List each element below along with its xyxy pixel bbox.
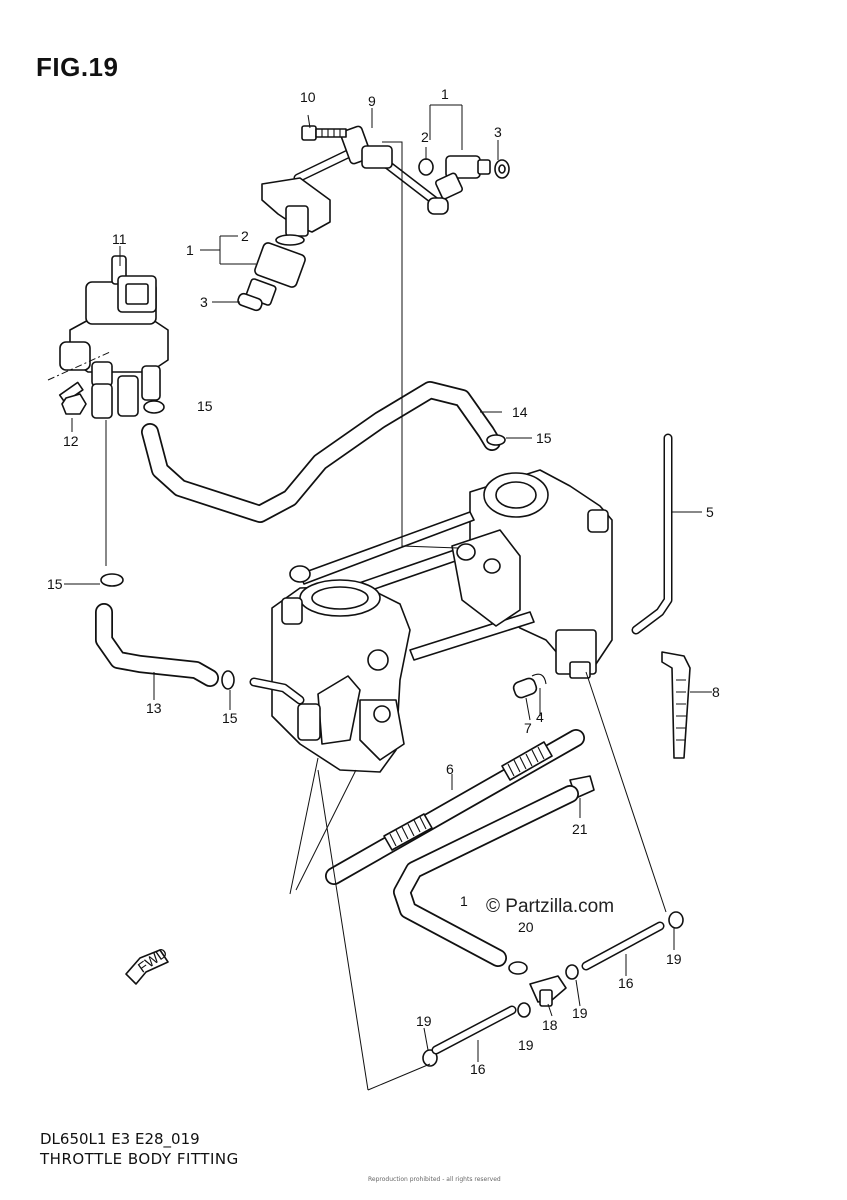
hose-20: [393, 785, 579, 967]
callout-8: 8: [712, 684, 720, 700]
fuel-delivery-pipe: [293, 125, 449, 215]
callout-7: 7: [524, 720, 532, 736]
clamp-band-8: [661, 651, 691, 759]
callout-3-left: 3: [200, 294, 208, 310]
callout-19-b: 19: [572, 1005, 588, 1021]
fuel-rail-fitting-left: [261, 177, 331, 246]
callout-leaders: [64, 108, 712, 1062]
hose-13: [95, 603, 219, 687]
callout-16-a: 16: [618, 975, 634, 991]
hose-clamp-15c: [100, 573, 124, 587]
callout-5: 5: [706, 504, 714, 520]
callout-1-left: 1: [186, 242, 194, 258]
fwd-arrow: FWD: [125, 944, 170, 985]
callout-10: 10: [300, 89, 316, 105]
callout-19-d: 19: [416, 1013, 432, 1029]
callout-15-c: 15: [47, 576, 63, 592]
solenoid-valve-11: [47, 255, 169, 419]
callout-1-top: 1: [441, 86, 449, 102]
fitting-7: [512, 677, 538, 699]
callout-1-mid: 1: [460, 893, 468, 909]
figure-label: FIG.19: [36, 52, 119, 82]
hose-5: [631, 433, 673, 635]
callout-14: 14: [512, 404, 528, 420]
callout-15-a: 15: [197, 398, 213, 414]
hose-clamp-15d: [221, 670, 235, 690]
model-code: DL650L1 E3 E28_019: [40, 1130, 200, 1148]
hose-clamp-15a: [143, 400, 165, 414]
callout-13: 13: [146, 700, 162, 716]
callout-9: 9: [368, 93, 376, 109]
joint-18: [529, 975, 567, 1007]
callout-19-a: 19: [666, 951, 682, 967]
callout-12: 12: [63, 433, 79, 449]
callout-21: 21: [572, 821, 588, 837]
callout-2-top: 2: [421, 129, 429, 145]
callout-labels: 1 2 3 10 9 11 1 2 3 12 15 14 15 5 15 13 …: [47, 86, 720, 1077]
hose-clamp-15b: [486, 434, 506, 446]
callout-20: 20: [518, 919, 534, 935]
callout-2-left: 2: [241, 228, 249, 244]
callout-19-c: 19: [518, 1037, 534, 1053]
callout-16-b: 16: [470, 1061, 486, 1077]
hose-14: [141, 381, 501, 523]
clip-4: [531, 673, 547, 685]
fwd-label: FWD: [135, 944, 170, 975]
hose-16-right: [581, 921, 665, 971]
callout-15-d: 15: [222, 710, 238, 726]
callout-4: 4: [536, 709, 544, 725]
callout-15-b: 15: [536, 430, 552, 446]
callout-11: 11: [112, 231, 127, 247]
callout-6: 6: [446, 761, 454, 777]
copyright-footnote: Reproduction prohibited - all rights res…: [368, 1176, 501, 1183]
watermark: © Partzilla.com: [486, 896, 615, 917]
fuel-injector-upper: [418, 155, 510, 200]
assembly-guide-lines: [105, 104, 667, 1091]
hose-clamp-20: [508, 961, 528, 975]
bolt-12: [58, 381, 87, 415]
callout-3-top: 3: [494, 124, 502, 140]
bolt-10: [301, 125, 347, 141]
throttle-body-assembly: [249, 469, 613, 773]
diagram-caption: THROTTLE BODY FITTING: [40, 1150, 239, 1168]
hose-16-lower: [431, 1005, 517, 1055]
hose-6: [325, 729, 585, 885]
hose-clamp-19-group: [422, 911, 684, 1067]
callout-18: 18: [542, 1017, 558, 1033]
fuel-injector-lower: [237, 242, 306, 312]
